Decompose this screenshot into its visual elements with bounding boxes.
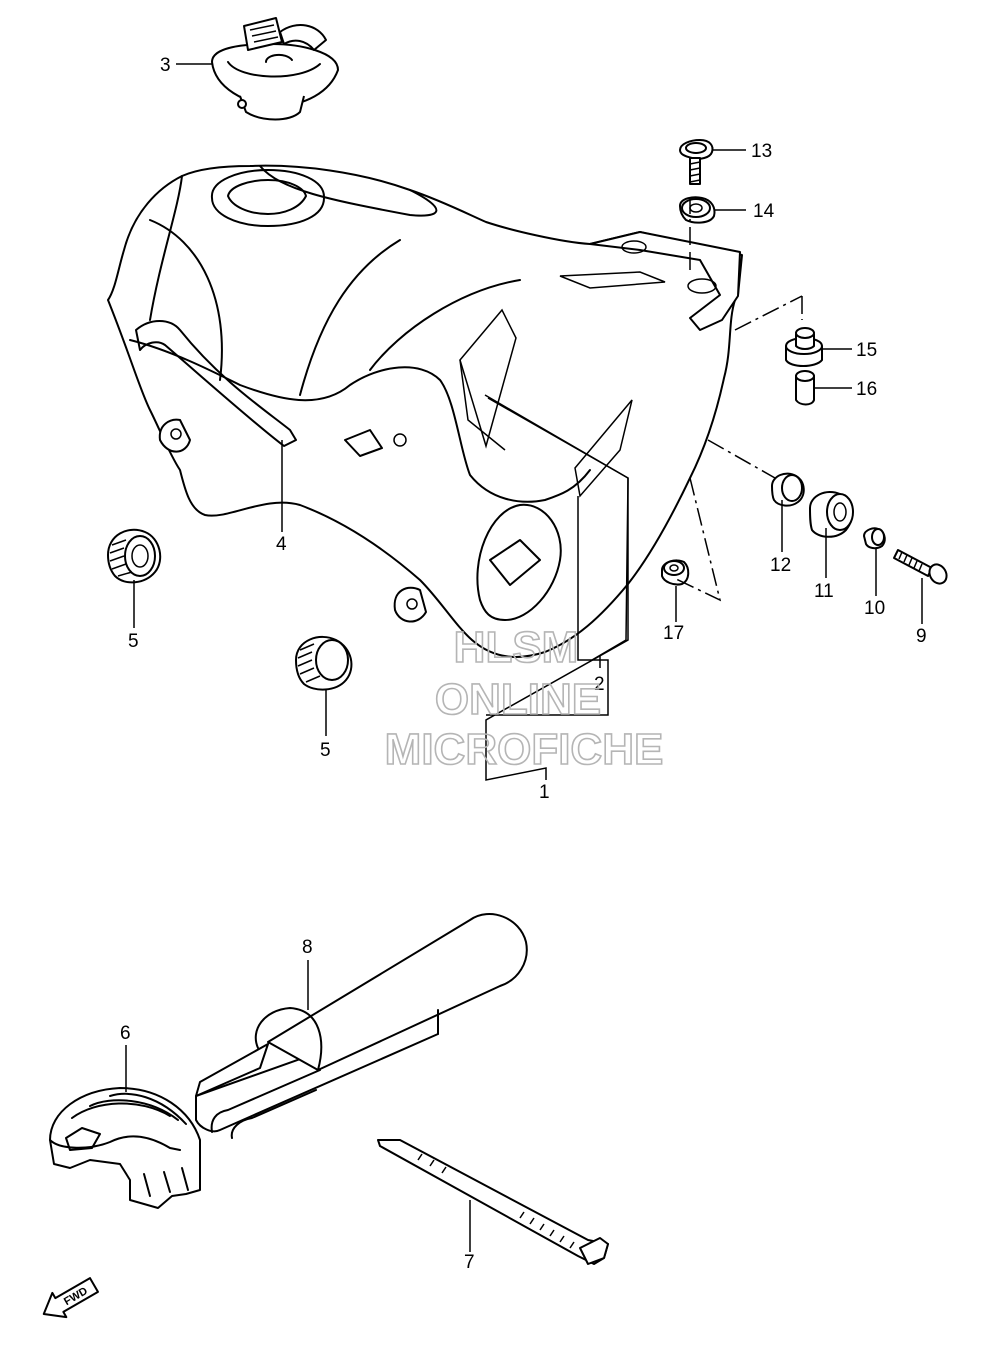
cable-tie-part-7[interactable]	[377, 1139, 609, 1265]
washer-part-14[interactable]	[679, 196, 716, 224]
callout-9: 9	[916, 626, 927, 647]
cushion-part-5a[interactable]	[107, 528, 162, 584]
collar-part-10[interactable]	[863, 527, 886, 550]
callout-8: 8	[302, 937, 313, 958]
callout-13: 13	[751, 141, 772, 162]
callout-6: 6	[120, 1023, 131, 1044]
callout-2: 2	[594, 674, 605, 695]
callout-11: 11	[814, 581, 834, 602]
protector-part-8[interactable]	[195, 913, 528, 1139]
watermark: HLSM ONLINE MICROFICHE	[384, 622, 664, 775]
callout-3: 3	[160, 55, 171, 76]
fuel-cap-part-3[interactable]	[211, 17, 339, 121]
callout-14: 14	[753, 201, 775, 222]
callout-5b: 5	[320, 740, 331, 761]
cushion-part-15[interactable]	[785, 327, 823, 367]
callout-5a: 5	[128, 631, 139, 652]
watermark-line-1: HLSM	[454, 623, 579, 672]
callout-1: 1	[539, 782, 550, 803]
callout-4: 4	[276, 534, 287, 555]
bolt-part-13[interactable]	[679, 139, 714, 185]
callout-16: 16	[856, 379, 877, 400]
watermark-line-2: ONLINE	[435, 675, 601, 724]
cushion-part-12[interactable]	[771, 472, 805, 507]
callout-numbers: 3 13 14 15 16 4 12 11 10 9 17 5 5 2 1 8 …	[120, 55, 927, 1273]
callout-15: 15	[856, 340, 877, 361]
fuel-tank-part-1[interactable]	[107, 164, 743, 661]
callout-10: 10	[864, 598, 885, 619]
callout-17: 17	[663, 623, 684, 644]
separator-part-6[interactable]	[49, 1087, 201, 1209]
bolt-part-9[interactable]	[893, 549, 950, 587]
callout-12: 12	[770, 555, 791, 576]
callout-7: 7	[464, 1252, 475, 1273]
cushion-part-11[interactable]	[809, 490, 854, 538]
watermark-line-3: MICROFICHE	[385, 725, 664, 774]
fwd-arrow-icon: FWD	[42, 1277, 99, 1319]
collar-part-16[interactable]	[795, 370, 815, 406]
leader-lines	[125, 63, 923, 1252]
nut-part-17[interactable]	[661, 559, 690, 586]
cushion-part-5b[interactable]	[295, 635, 353, 691]
